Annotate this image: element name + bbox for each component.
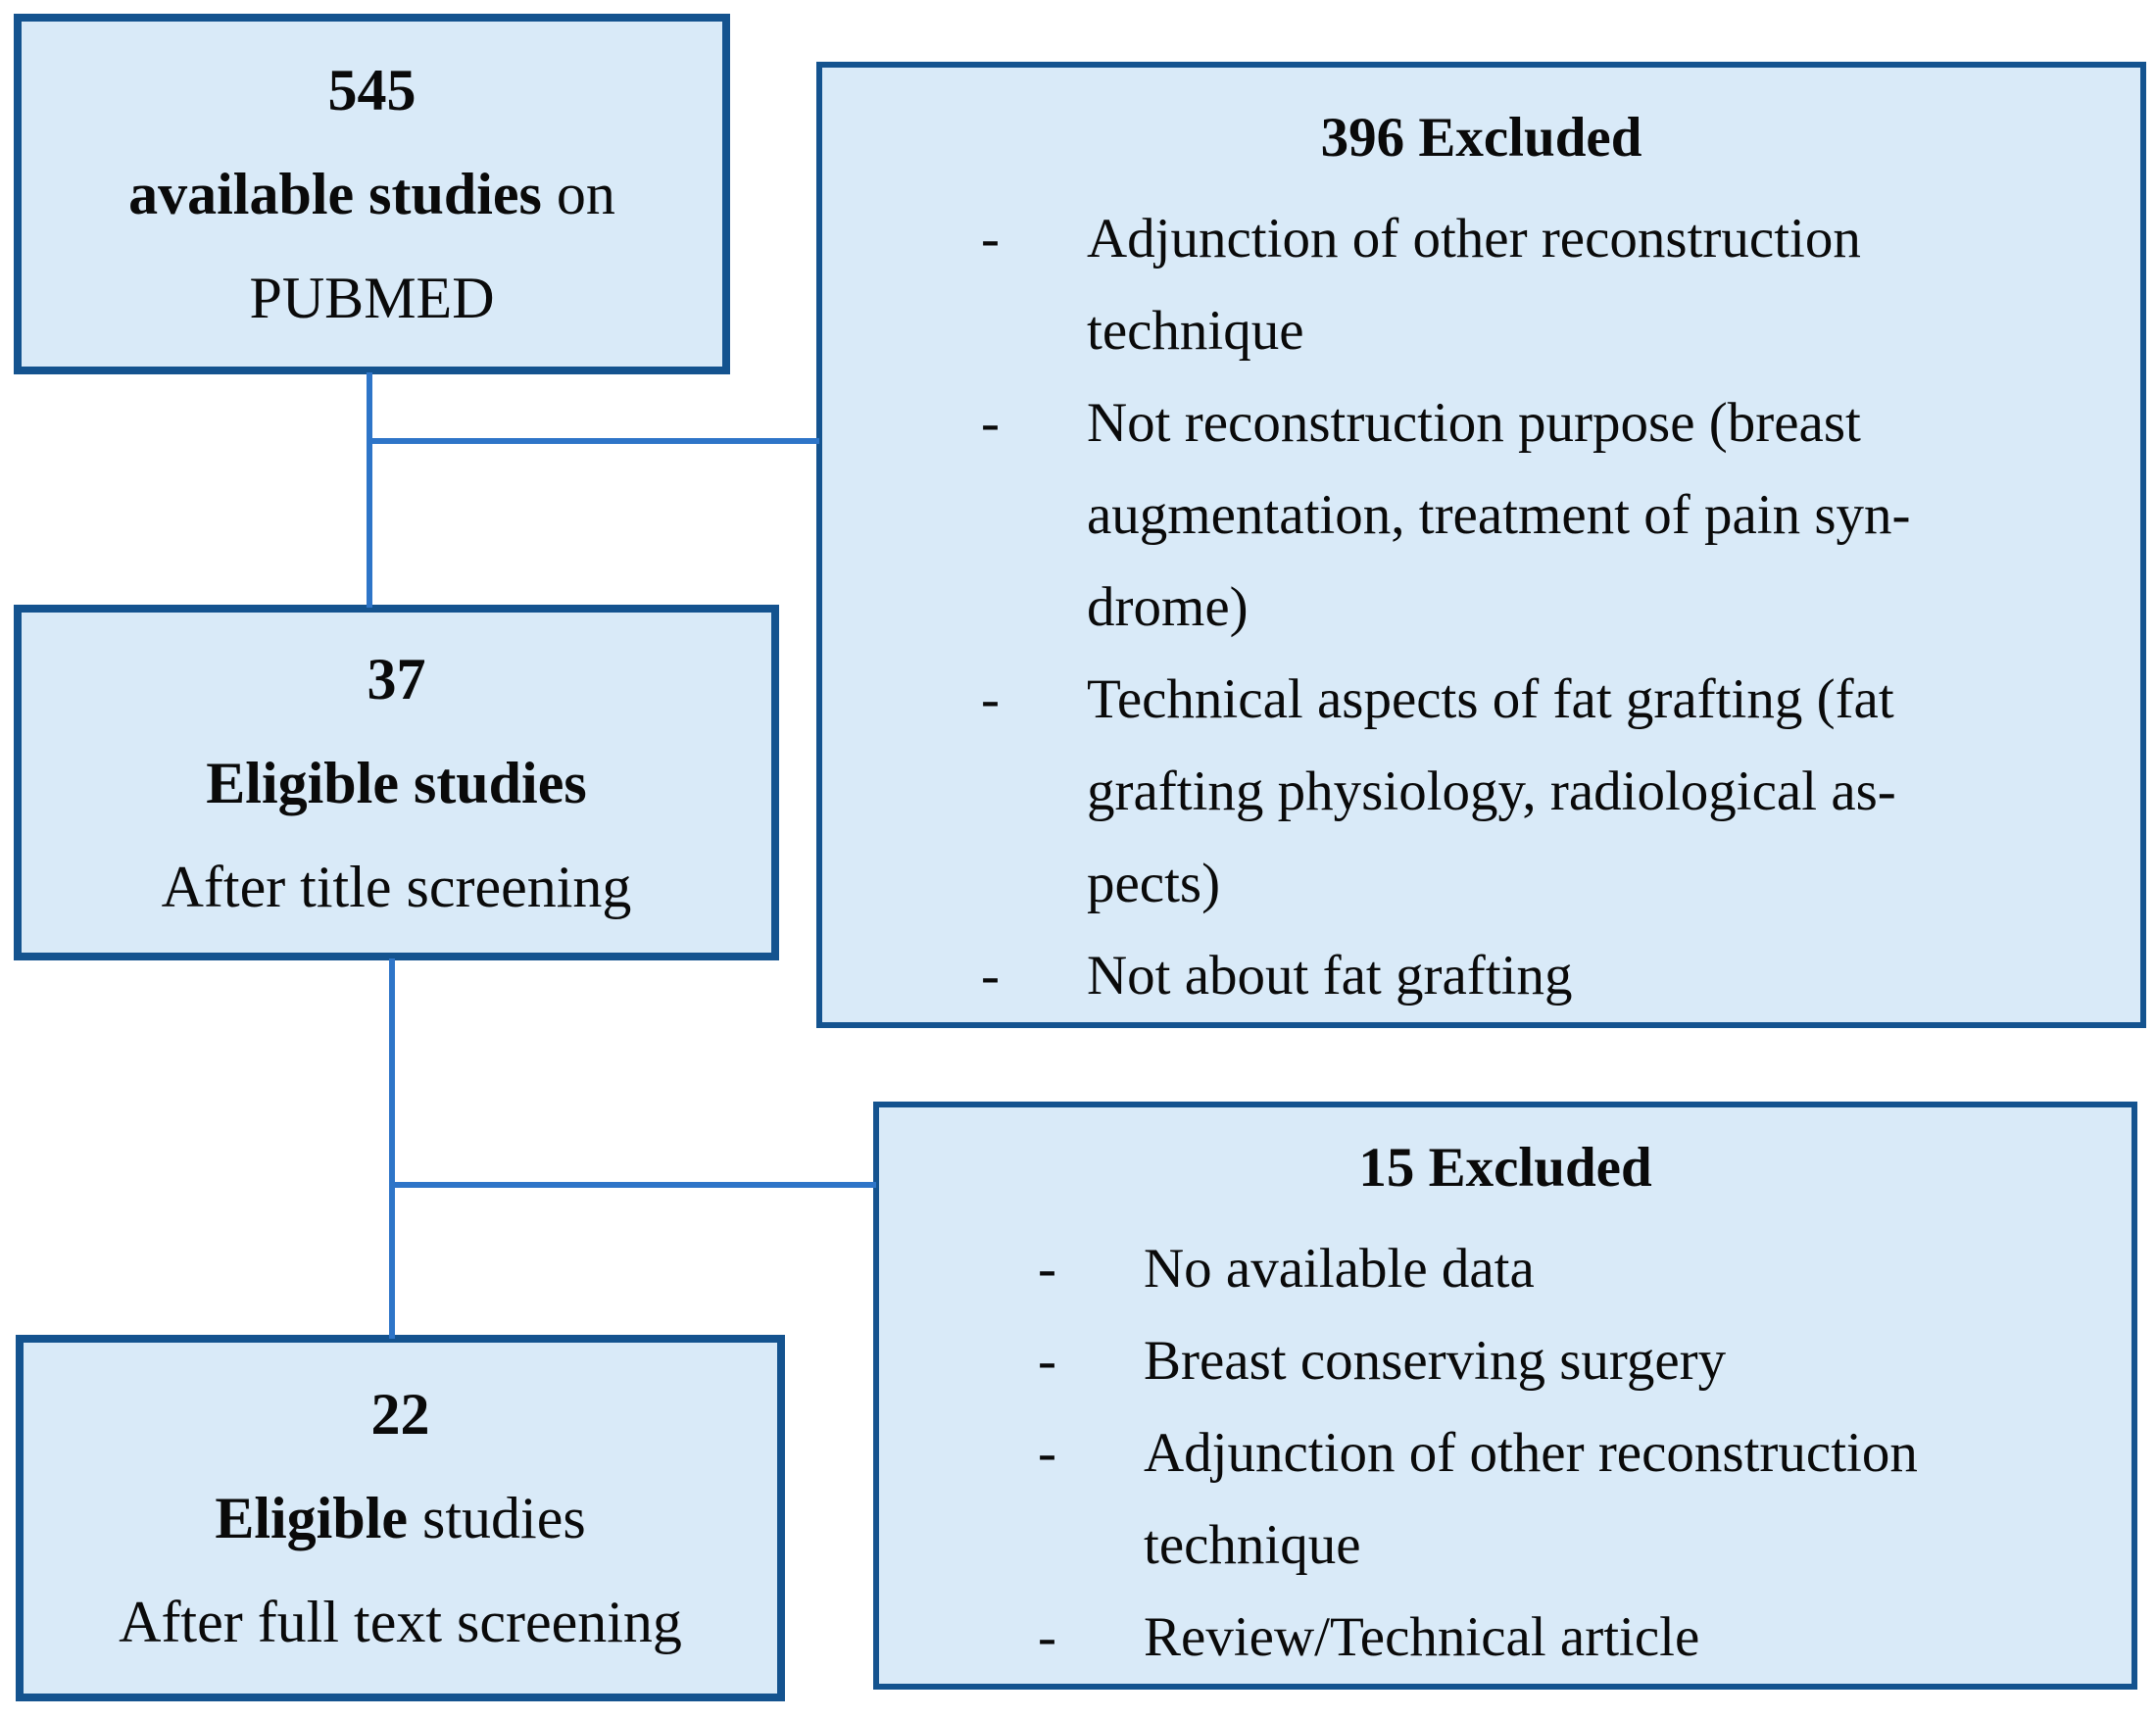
excluded-reason-text: Not about fat grafting <box>1087 945 1573 1007</box>
excluded-reason: - Not about fat grafting <box>981 930 2101 1022</box>
excluded-title-screening-list: - Adjunction of other reconstruction tec… <box>822 193 2140 1022</box>
full-text-count: 22 <box>370 1382 430 1447</box>
available-studies-label-rest: on <box>541 162 615 226</box>
dash-bullet: - <box>981 668 1000 730</box>
node-title-screening: 37 Eligible studies After title screenin… <box>14 605 779 960</box>
node-available-studies: 545 available studies on PUBMED <box>14 14 730 374</box>
excluded-reason-text: Technical aspects of fat grafting (fat g… <box>1087 668 1896 914</box>
dash-bullet: - <box>981 208 1000 270</box>
dash-bullet: - <box>1038 1330 1056 1392</box>
excluded-reason: - Not reconstruction purpose (breast aug… <box>981 377 2101 654</box>
connector-branch-to-excluded-full <box>389 1182 876 1188</box>
title-screening-label-bold: Eligible studies <box>206 750 587 815</box>
excluded-reason: - Review/Technical article <box>1038 1592 2092 1684</box>
node-excluded-full-text: 15 Excluded - No available data - Breast… <box>873 1102 2137 1690</box>
excluded-full-text-header: 15 Excluded <box>1358 1137 1652 1199</box>
excluded-reason-text: Not reconstruction purpose (breast augme… <box>1087 392 1911 638</box>
title-screening-count: 37 <box>367 646 426 712</box>
available-studies-count: 545 <box>327 58 416 123</box>
full-text-label-rest: studies <box>408 1486 586 1550</box>
excluded-reason: - Adjunction of other reconstruction tec… <box>1038 1407 2092 1592</box>
excluded-reason-text: Review/Technical article <box>1144 1606 1700 1668</box>
excluded-full-text-list: - No available data - Breast conserving … <box>879 1223 2132 1684</box>
dash-bullet: - <box>981 392 1000 454</box>
available-studies-source: PUBMED <box>249 266 495 330</box>
node-full-text-screening: 22 Eligible studies After full text scre… <box>16 1335 785 1701</box>
dash-bullet: - <box>1038 1422 1056 1484</box>
full-text-stage: After full text screening <box>119 1590 682 1654</box>
excluded-reason-text: Breast conserving surgery <box>1144 1330 1727 1392</box>
excluded-reason: - No available data <box>1038 1223 2092 1315</box>
excluded-reason-text: Adjunction of other reconstruction techn… <box>1087 208 1861 362</box>
excluded-reason: - Adjunction of other reconstruction tec… <box>981 193 2101 377</box>
title-screening-stage: After title screening <box>161 854 632 919</box>
available-studies-label: available studies on <box>128 142 615 246</box>
connector-title-to-full-text <box>389 958 395 1339</box>
excluded-reason: - Breast conserving surgery <box>1038 1315 2092 1407</box>
dash-bullet: - <box>1038 1606 1056 1668</box>
excluded-reason-text: Adjunction of other reconstruction techn… <box>1144 1422 1918 1576</box>
full-text-label-bold: Eligible <box>215 1486 409 1550</box>
excluded-reason-text: No available data <box>1144 1238 1535 1300</box>
title-screening-label: Eligible studies <box>206 731 586 835</box>
full-text-label: Eligible studies <box>215 1466 585 1570</box>
connector-pubmed-to-title-screening <box>367 372 372 608</box>
dash-bullet: - <box>981 945 1000 1007</box>
excluded-title-screening-header: 396 Excluded <box>1320 107 1642 169</box>
excluded-reason: - Technical aspects of fat grafting (fat… <box>981 654 2101 930</box>
node-excluded-title-screening: 396 Excluded - Adjunction of other recon… <box>816 62 2146 1028</box>
connector-branch-to-excluded-title <box>367 438 819 444</box>
available-studies-label-bold: available studies <box>128 162 542 226</box>
dash-bullet: - <box>1038 1238 1056 1300</box>
